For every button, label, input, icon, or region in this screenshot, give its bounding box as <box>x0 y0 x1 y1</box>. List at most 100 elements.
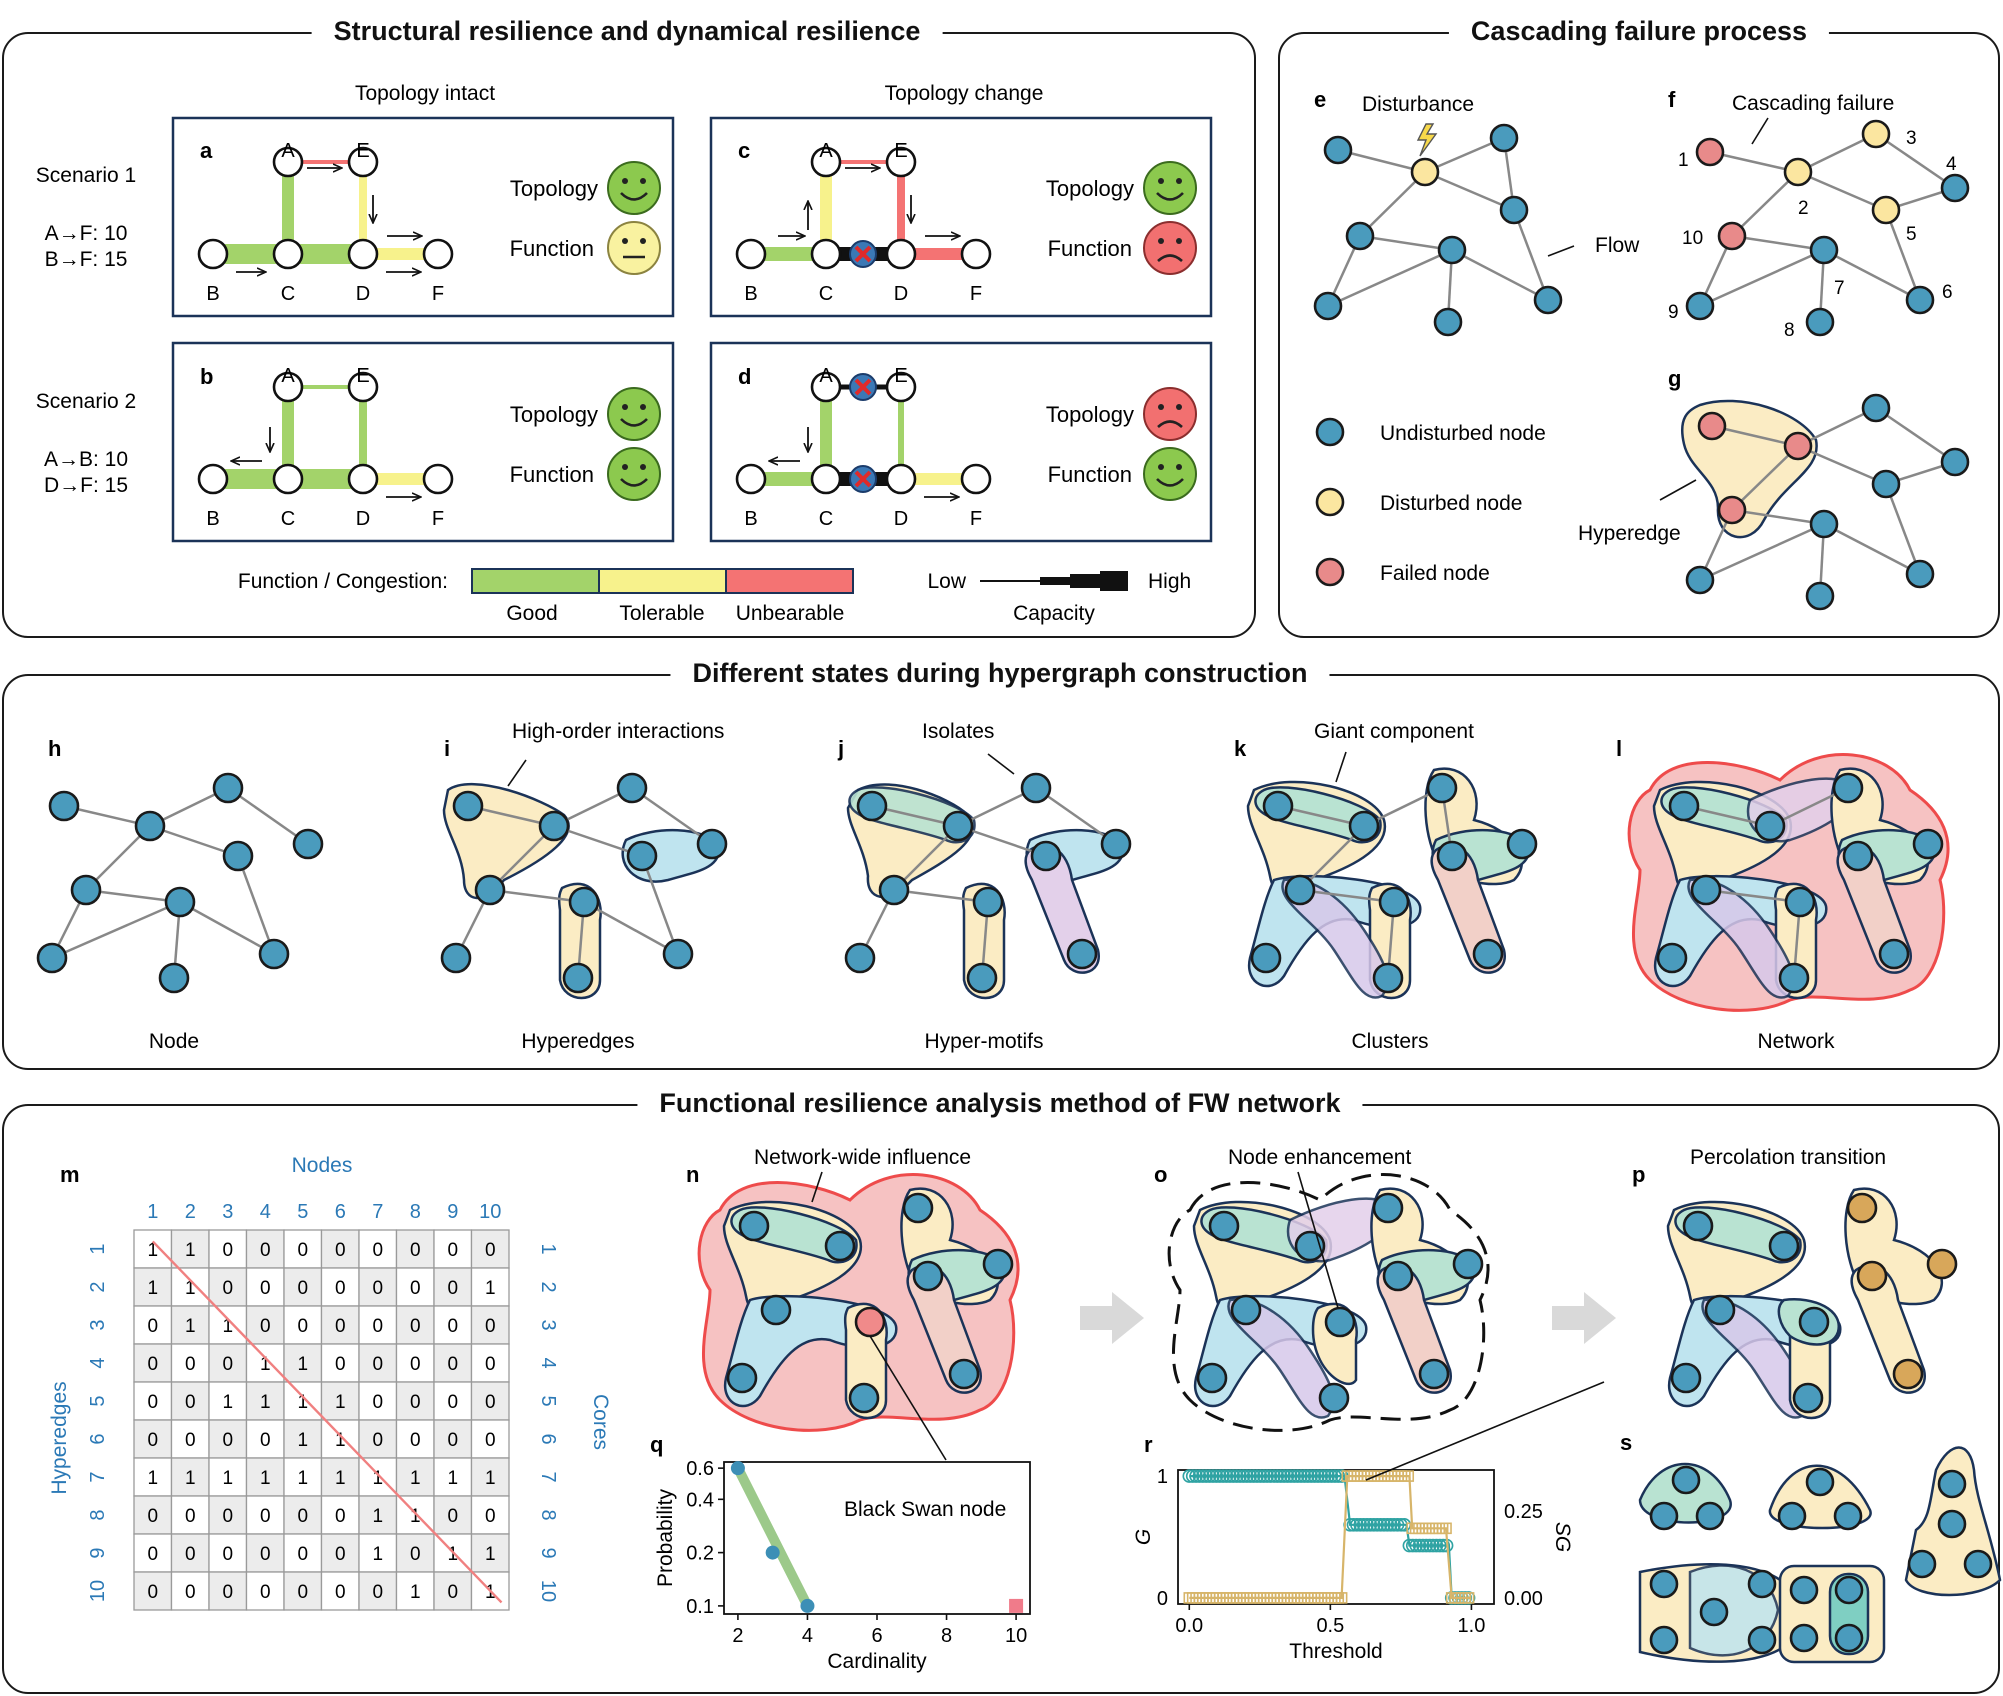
matrix-value: 1 <box>485 1544 496 1565</box>
matrix-row-number: 9 <box>87 1547 109 1558</box>
series-g-marker <box>1360 1518 1374 1532</box>
matrix-value: 0 <box>410 1240 421 1261</box>
matrix-core-number: 8 <box>537 1509 559 1520</box>
legend-disturbed: Disturbed node <box>1380 492 1522 515</box>
matrix-value: 0 <box>260 1506 271 1527</box>
matrix-cell <box>170 1495 210 1535</box>
panel-letter-e: e <box>1314 87 1326 112</box>
matrix-value: 0 <box>185 1354 196 1375</box>
matrix-value: 1 <box>372 1506 383 1527</box>
matrix-cell <box>433 1343 473 1383</box>
series-g-marker <box>1387 1518 1401 1532</box>
matrix-value: 1 <box>222 1392 233 1413</box>
node-label-b: B <box>206 508 219 530</box>
high-order-label: High-order interactions <box>512 720 724 743</box>
matrix-core-number: 10 <box>537 1580 559 1602</box>
matrix-cell <box>320 1381 360 1421</box>
matrix-cell <box>320 1533 360 1573</box>
matrix-value: 0 <box>335 1354 346 1375</box>
series-sg-line <box>1189 1475 1472 1599</box>
panel-letter-o: o <box>1154 1162 1167 1187</box>
matrix-value: 0 <box>410 1430 421 1451</box>
matrix-value: 0 <box>222 1582 233 1603</box>
series-g-marker <box>1202 1469 1217 1483</box>
series-sg-marker <box>1402 1470 1415 1482</box>
matrix-value: 0 <box>447 1430 458 1451</box>
legend-unbearable-swatch <box>725 568 854 594</box>
node-enhancement-label: Node enhancement <box>1228 1146 1411 1169</box>
functional-title: Functional resilience analysis method of… <box>637 1088 1363 1119</box>
series-g-marker <box>1209 1469 1224 1483</box>
matrix-core-number: 9 <box>537 1547 559 1558</box>
matrix-cell <box>283 1419 323 1459</box>
matrix-value: 0 <box>447 1354 458 1375</box>
matrix-cell <box>395 1229 435 1269</box>
column-title-intact: Topology intact <box>355 82 495 105</box>
scenario2-title: Scenario 2 <box>36 390 136 413</box>
matrix-cell <box>245 1419 285 1459</box>
series-g-marker <box>1429 1538 1444 1553</box>
series-g-marker <box>1297 1469 1312 1483</box>
series-g-marker <box>1267 1469 1281 1483</box>
matrix-value: 0 <box>297 1278 308 1299</box>
series-g-marker <box>1280 1469 1295 1483</box>
network-wide-label: Network-wide influence <box>754 1146 971 1169</box>
matrix-cell <box>208 1533 248 1573</box>
matrix-cell <box>283 1571 323 1611</box>
node-label-f: F <box>970 283 982 305</box>
matrix-core-number: 1 <box>537 1243 559 1254</box>
panel-letter-r: r <box>1144 1432 1153 1457</box>
series-g-marker <box>1294 1469 1308 1483</box>
state-hyperedges: Hyperedges <box>521 1030 634 1053</box>
matrix-value: 1 <box>185 1240 196 1261</box>
node-label-a: A <box>819 140 833 162</box>
y2-tick-label: 0.00 <box>1504 1588 1543 1610</box>
matrix-value: 0 <box>485 1430 496 1451</box>
matrix-cell <box>433 1495 473 1535</box>
matrix-cell <box>358 1229 398 1269</box>
series-g-marker <box>1290 1469 1305 1483</box>
matrix-value: 1 <box>147 1278 158 1299</box>
matrix-value: 1 <box>260 1354 271 1375</box>
data-point <box>730 1461 745 1476</box>
matrix-cell <box>245 1267 285 1307</box>
matrix-col-number: 8 <box>410 1201 421 1223</box>
matrix-value: 0 <box>447 1582 458 1603</box>
matrix-cell <box>245 1495 285 1535</box>
matrix-value: 1 <box>260 1392 271 1413</box>
matrix-value: 1 <box>485 1468 496 1489</box>
svg-text:8: 8 <box>1784 320 1795 341</box>
panel-letter-a: a <box>200 138 213 163</box>
matrix-value: 0 <box>335 1240 346 1261</box>
state-clusters: Clusters <box>1351 1030 1428 1053</box>
matrix-cell <box>433 1267 473 1307</box>
function-label: Function <box>1048 236 1132 261</box>
series-g-marker <box>1409 1538 1423 1553</box>
network-b <box>197 371 454 497</box>
series-g-marker <box>1377 1518 1391 1532</box>
matrix-value: 0 <box>297 1506 308 1527</box>
x-axis-label: Cardinality <box>827 1650 927 1673</box>
series-g-marker <box>1307 1469 1322 1483</box>
matrix-value: 0 <box>222 1506 233 1527</box>
network-d <box>735 371 992 497</box>
matrix-row-number: 3 <box>87 1319 109 1330</box>
series-g-marker <box>1367 1518 1381 1532</box>
matrix-row-number: 6 <box>87 1433 109 1444</box>
matrix-value: 0 <box>335 1582 346 1603</box>
series-g-marker <box>1380 1518 1395 1532</box>
matrix-cell <box>470 1229 510 1269</box>
matrix-value: 0 <box>447 1506 458 1527</box>
matrix-cell <box>208 1305 248 1345</box>
matrix-value: 0 <box>185 1506 196 1527</box>
matrix-value: 0 <box>297 1544 308 1565</box>
series-g-marker <box>1236 1469 1251 1483</box>
svg-text:6: 6 <box>1942 282 1953 303</box>
series-g-marker <box>1196 1469 1210 1483</box>
matrix-value: 0 <box>297 1240 308 1261</box>
node-label-e: E <box>356 140 369 162</box>
nodes-axis-label: Nodes <box>292 1154 353 1177</box>
series-g-marker <box>1356 1518 1371 1532</box>
structural-title: Structural resilience and dynamical resi… <box>311 16 943 47</box>
matrix-col-number: 5 <box>297 1201 308 1223</box>
